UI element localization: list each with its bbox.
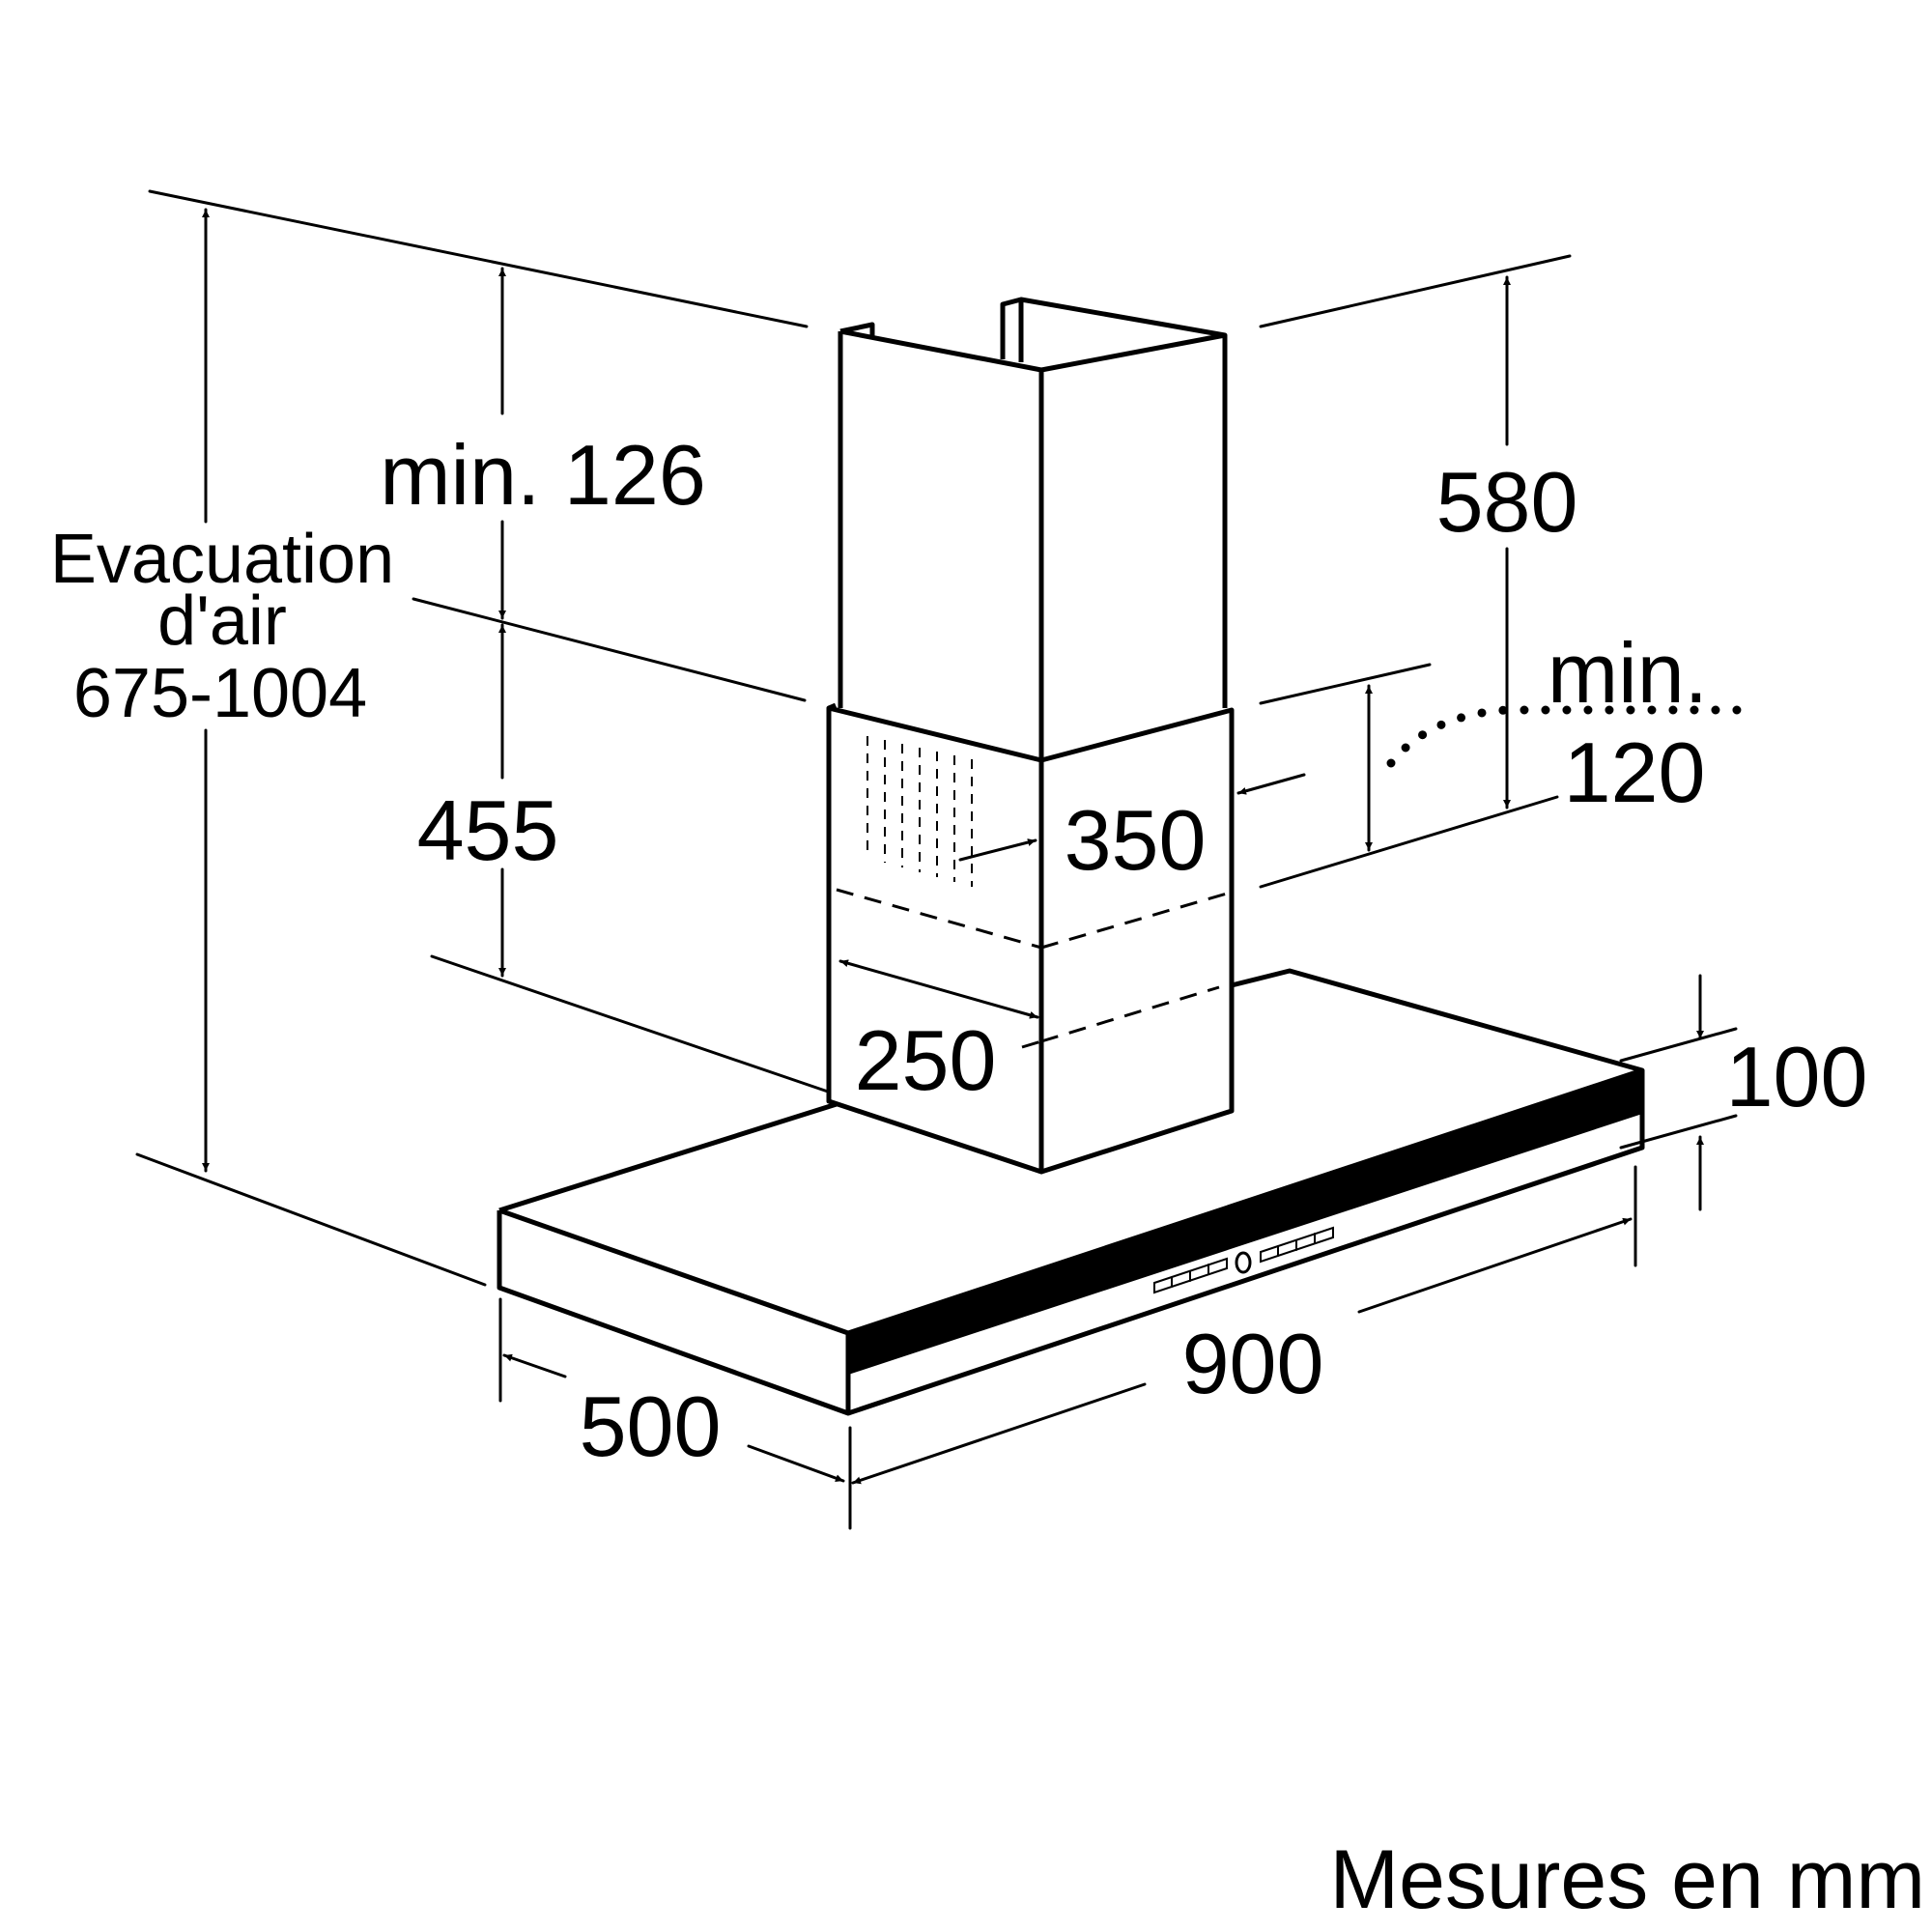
dim-500: 500 — [580, 1378, 722, 1474]
dim-120: 120 — [1564, 724, 1706, 820]
air-outlet-label-line1: Evacuation — [50, 521, 394, 598]
units-note: Mesures en mm — [1330, 1833, 1926, 1926]
dim-min-label: min. — [1548, 625, 1708, 721]
dim-900: 900 — [1182, 1316, 1324, 1411]
dim-min-126: min. 126 — [380, 427, 706, 523]
labels: Evacuation d'air 675-1004 min. 126 455 5… — [50, 427, 1925, 1926]
dimension-arrows — [202, 208, 1758, 1485]
control-strip — [847, 1068, 1643, 1376]
air-outlet-value: 675-1004 — [73, 655, 367, 732]
vent-slots — [867, 736, 973, 887]
dim-250: 250 — [855, 1012, 997, 1108]
light-button-icon — [1235, 1251, 1252, 1274]
hood-canopy — [497, 968, 1645, 1416]
air-outlet-label-line2: d'air — [157, 582, 287, 660]
timer-buttons-icon — [1260, 1226, 1334, 1264]
control-panel — [1153, 1210, 1334, 1294]
power-button-icon — [1237, 1210, 1255, 1234]
dim-580: 580 — [1436, 454, 1578, 550]
chimney-upper — [838, 297, 1228, 760]
dim-350: 350 — [1065, 792, 1207, 888]
fan-speed-buttons-icon — [1153, 1257, 1228, 1294]
dim-100: 100 — [1726, 1029, 1868, 1124]
dim-455: 455 — [417, 782, 559, 878]
chimney-lower — [826, 702, 1235, 1175]
